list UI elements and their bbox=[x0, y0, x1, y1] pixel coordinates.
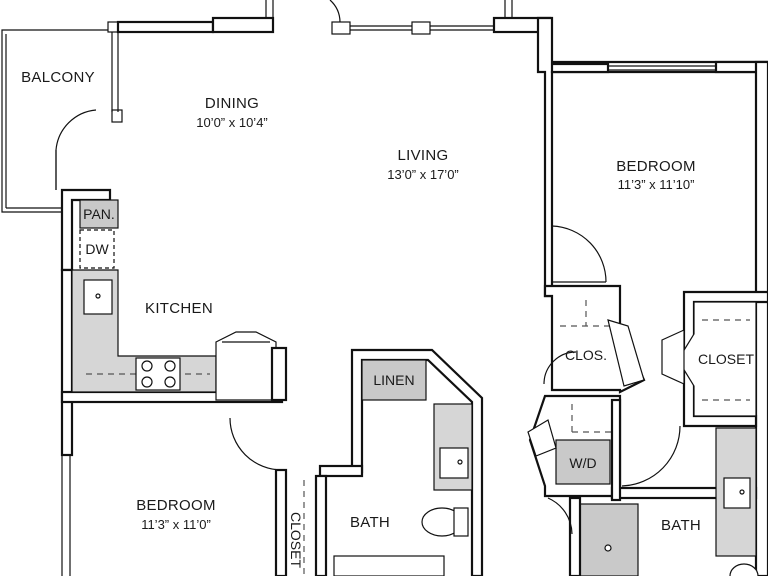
living-dims: 13’0” x 17’0” bbox=[387, 167, 459, 182]
washer-dryer: W/D bbox=[527, 394, 622, 498]
clos-label: CLOS. bbox=[565, 347, 607, 363]
living-label: LIVING bbox=[398, 147, 449, 164]
closet-vertical: CLOSET bbox=[274, 468, 328, 576]
closet-vertical-label: CLOSET bbox=[288, 512, 304, 568]
bedroom-left-dims: 11’3” x 11’0” bbox=[141, 517, 211, 532]
pantry: PAN. bbox=[79, 199, 119, 229]
balcony-label: BALCONY bbox=[21, 69, 95, 86]
bedroom-right-label: BEDROOM bbox=[616, 158, 696, 175]
bath-right-label: BATH bbox=[661, 517, 701, 534]
bedroom-right-door bbox=[551, 225, 607, 283]
closet-right-label: CLOSET bbox=[698, 351, 754, 367]
bedroom-left-label: BEDROOM bbox=[136, 497, 216, 514]
balcony bbox=[1, 21, 123, 213]
dining-dims: 10’0” x 10’4” bbox=[196, 115, 268, 130]
bath-center-label: BATH bbox=[350, 514, 390, 531]
dishwasher-label: DW bbox=[85, 241, 109, 257]
center-bath-walls: LINEN bbox=[229, 348, 484, 576]
closet-right: CLOSET bbox=[661, 290, 768, 428]
linen-label: LINEN bbox=[373, 372, 414, 388]
exterior-wall-top bbox=[116, 0, 768, 298]
bath-right bbox=[547, 398, 759, 576]
dishwasher: DW bbox=[79, 229, 115, 269]
clos-closet: CLOS. bbox=[543, 284, 646, 394]
kitchen-label: KITCHEN bbox=[145, 300, 213, 317]
kitchen-counter bbox=[71, 269, 288, 402]
wd-label: W/D bbox=[569, 455, 596, 471]
pantry-label: PAN. bbox=[83, 206, 115, 222]
bedroom-left-walls bbox=[61, 455, 71, 576]
bedroom-right-dims: 11’3” x 11’10” bbox=[618, 177, 695, 192]
dining-label: DINING bbox=[205, 95, 259, 112]
bedroom-right-window bbox=[550, 60, 768, 576]
